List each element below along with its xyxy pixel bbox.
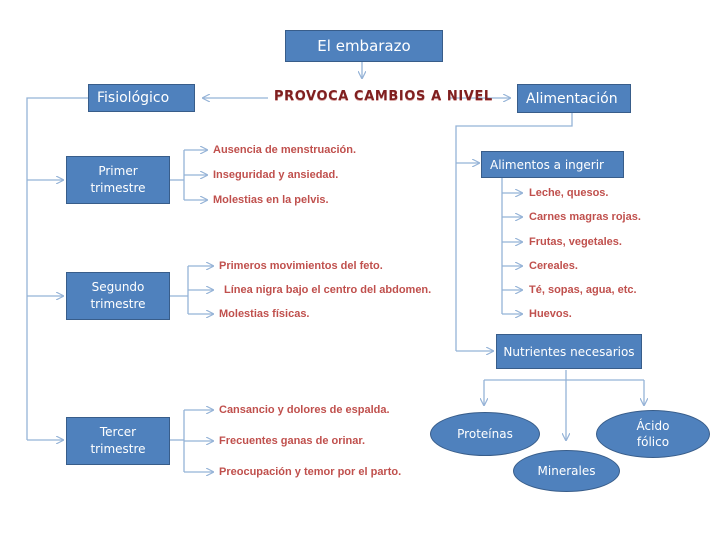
symptom-item: Ausencia de menstruación. — [213, 144, 357, 156]
food-item: Leche, quesos. — [529, 187, 609, 199]
symptom-item: Preocupación y temor por el parto. — [219, 466, 402, 478]
food-item: Té, sopas, agua, etc. — [529, 284, 637, 296]
food-item: Huevos. — [529, 308, 572, 320]
food-item: Frutas, vegetales. — [529, 236, 622, 248]
food-item: Carnes magras rojas. — [529, 211, 641, 223]
nutrient-minerals: Minerales — [513, 450, 620, 492]
trimester-box-1: Primer trimestre — [66, 156, 170, 204]
physiological-box: Fisiológico — [88, 84, 195, 112]
symptom-item: Línea nigra bajo el centro del abdomen. — [224, 284, 432, 296]
symptom-item: Frecuentes ganas de orinar. — [219, 435, 366, 447]
symptom-item: Molestias físicas. — [219, 308, 310, 320]
nutrition-box: Alimentación — [517, 84, 631, 113]
nutrient-proteins: Proteínas — [430, 412, 540, 456]
symptom-item: Primeros movimientos del feto. — [219, 260, 383, 272]
trimester-box-2: Segundo trimestre — [66, 272, 170, 320]
title-box: El embarazo — [285, 30, 443, 62]
trimester-box-3: Tercer trimestre — [66, 417, 170, 465]
food-item: Cereales. — [529, 260, 578, 272]
title-text: El embarazo — [317, 37, 411, 55]
foods-heading-box: Alimentos a ingerir — [481, 151, 624, 178]
symptom-item: Inseguridad y ansiedad. — [213, 169, 339, 181]
nutrient-folic-acid: Ácido fólico — [596, 410, 710, 458]
symptom-item: Cansancio y dolores de espalda. — [219, 404, 390, 416]
symptom-item: Molestias en la pelvis. — [213, 194, 329, 206]
nutrients-heading-box: Nutrientes necesarios — [496, 334, 642, 369]
middle-label: PROVOCA CAMBIOS A NIVEL — [274, 89, 493, 104]
